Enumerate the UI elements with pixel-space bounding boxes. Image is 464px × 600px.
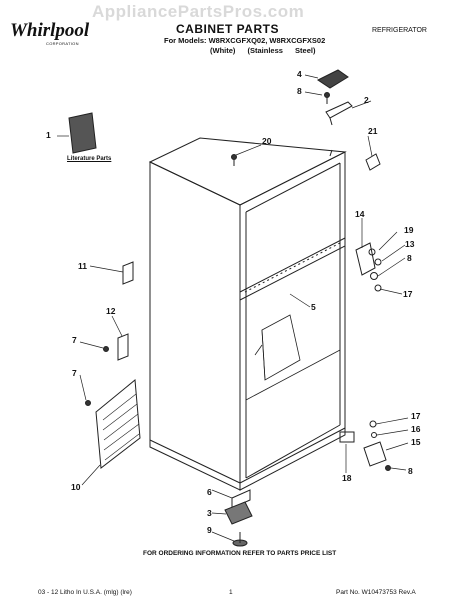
callout-14: 14 (355, 209, 365, 219)
callout-21: 21 (368, 126, 378, 136)
top-hinge-cover (317, 69, 349, 89)
footer-part-number: Part No. W10473753 Rev.A (336, 589, 416, 596)
center-rail (239, 237, 346, 301)
callout-8b: 8 (407, 253, 412, 263)
appliance-category: REFRIGERATOR (372, 27, 427, 34)
callout-11: 11 (78, 261, 87, 271)
callout-12: 12 (106, 306, 116, 316)
callout-15: 15 (411, 437, 421, 447)
door-stop (339, 431, 355, 443)
hinge-screw-top (324, 92, 330, 104)
front-leveler (224, 489, 253, 547)
callout-1: 1 (46, 130, 51, 140)
callout-7b: 7 (72, 368, 77, 378)
callout-3: 3 (207, 508, 212, 518)
top-hinge (325, 101, 353, 126)
callout-17a: 17 (403, 289, 413, 299)
callout-4: 4 (297, 69, 302, 79)
leveling-bracket (103, 333, 129, 361)
callout-13: 13 (405, 239, 415, 249)
footer-page-number: 1 (229, 589, 233, 596)
watermark: AppliancePartsPros.com (92, 2, 305, 21)
callout-19: 19 (404, 225, 414, 235)
bottom-hinge (363, 420, 391, 471)
variant-white: (White) (210, 46, 236, 55)
callout-5: 5 (311, 302, 316, 312)
callout-2: 2 (364, 95, 369, 105)
footer-date-printer: 03 - 12 Litho In U.S.A. (mlg) (lre) (38, 589, 132, 596)
callout-17b: 17 (411, 411, 421, 421)
callout-16: 16 (411, 424, 421, 434)
rear-access-cover (85, 379, 141, 469)
side-bracket (122, 261, 134, 285)
ordering-note: FOR ORDERING INFORMATION REFER TO PARTS … (143, 550, 337, 557)
liner-detail (245, 314, 341, 401)
whirlpool-logo: Whirlpool (10, 20, 90, 41)
callout-6: 6 (207, 487, 212, 497)
callout-18: 18 (342, 473, 352, 483)
leader-lines (57, 74, 409, 542)
callout-9: 9 (207, 525, 212, 535)
variant-stainless: (Stainless Steel) (247, 46, 316, 55)
callout-10: 10 (71, 482, 81, 492)
cabinet-body (148, 137, 347, 491)
top-cap-plug (365, 153, 381, 171)
literature-parts-label: Literature Parts (67, 156, 112, 162)
model-numbers: For Models: W8RXCGFXQ02, W8RXCGFXS02 (164, 36, 326, 45)
callout-8c: 8 (408, 466, 413, 476)
model-variants: (White) (Stainless Steel) (210, 46, 315, 55)
page-title: CABINET PARTS (176, 22, 279, 36)
literature-booklet (68, 112, 97, 154)
center-hinge (355, 242, 382, 292)
top-screw-20 (231, 154, 237, 166)
callout-7a: 7 (72, 335, 77, 345)
callout-20: 20 (262, 136, 272, 146)
callout-8a: 8 (297, 86, 302, 96)
brand-subtitle: CORPORATION (46, 41, 79, 46)
